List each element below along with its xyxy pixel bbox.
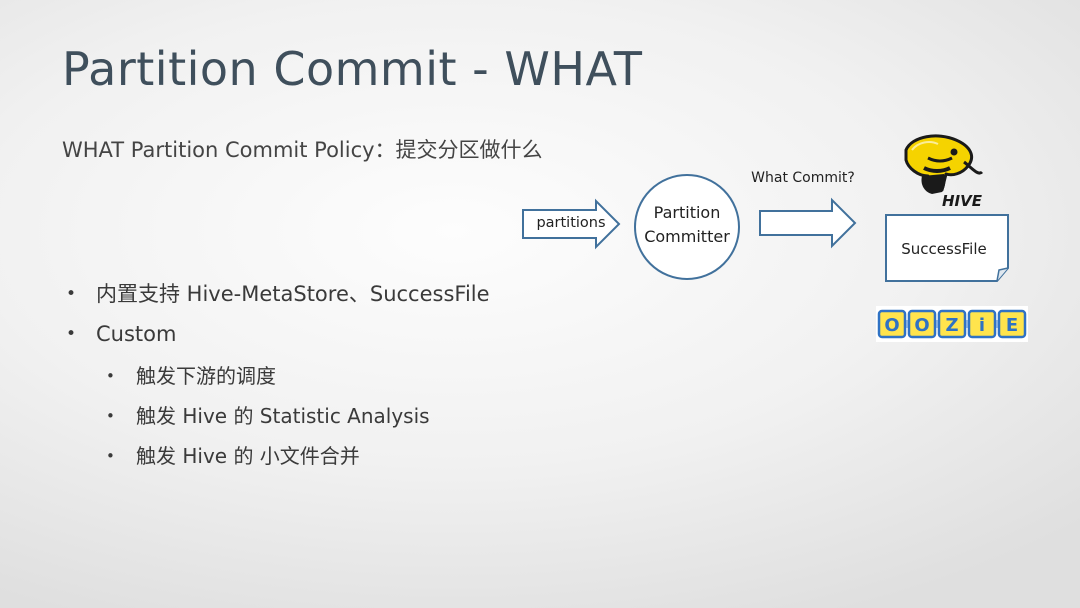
bullet-text: 触发下游的调度 <box>136 364 276 388</box>
slide-title: Partition Commit - WHAT <box>62 42 643 96</box>
bullet-marker: • <box>106 447 115 465</box>
bullet-marker: • <box>66 324 77 344</box>
committer-label-line1: Partition <box>654 203 721 222</box>
hive-logo-icon: HIVE <box>904 134 984 210</box>
oozie-letter: i <box>979 315 985 336</box>
bullet-text: 触发 Hive 的 小文件合并 <box>136 444 360 468</box>
bullet-marker: • <box>106 407 115 425</box>
input-arrow-label: partitions <box>536 215 605 231</box>
bullet-marker: • <box>66 284 77 304</box>
oozie-letter: O <box>914 315 929 336</box>
bullet-marker: • <box>106 367 115 385</box>
success-file-fold <box>996 267 1009 282</box>
oozie-letter: O <box>884 315 899 336</box>
committer-circle <box>634 174 740 280</box>
oozie-logo-icon: O O Z i E <box>876 306 1028 342</box>
bullet-text: 触发 Hive 的 Statistic Analysis <box>136 404 430 428</box>
output-arrow <box>759 197 857 249</box>
oozie-letter: E <box>1006 315 1018 336</box>
output-arrow-label: What Commit? <box>751 170 855 186</box>
input-arrow <box>522 198 621 250</box>
oozie-letter: Z <box>945 315 958 336</box>
bullet-text: 内置支持 Hive-MetaStore、SuccessFile <box>96 282 490 306</box>
bullet-text: Custom <box>96 322 177 346</box>
success-file-label: SuccessFile <box>901 240 986 258</box>
committer-label-line2: Committer <box>644 227 730 246</box>
slide-subtitle: WHAT Partition Commit Policy：提交分区做什么 <box>62 138 543 162</box>
hive-logo-text: HIVE <box>942 192 983 210</box>
